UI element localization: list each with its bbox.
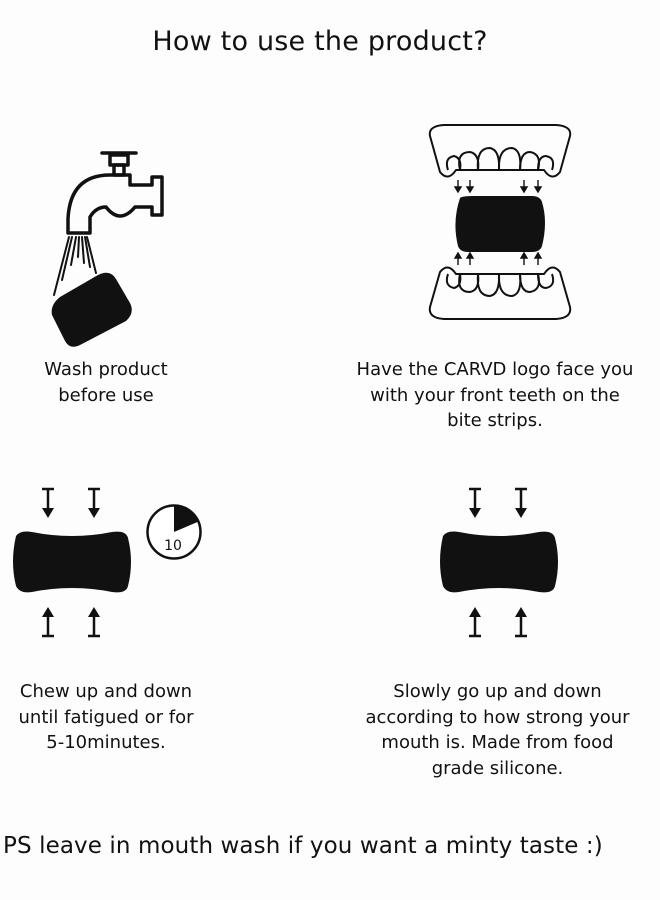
chew-block-icon xyxy=(13,487,131,638)
faucet-icon xyxy=(51,151,164,347)
press-block-icon xyxy=(440,487,558,638)
teeth-bite-icon xyxy=(428,124,572,320)
timer-label: 10 xyxy=(164,538,182,554)
step-wash-caption: Wash product before use xyxy=(44,359,168,406)
step-chew-caption: Chew up and down until fatigued or for 5… xyxy=(18,681,194,753)
timer-icon: 10 xyxy=(146,504,202,560)
step-position-caption: Have the CARVD logo face you with your f… xyxy=(356,359,634,431)
step-slowly-caption: Slowly go up and down according to how s… xyxy=(365,681,630,779)
footer-note: PS leave in mouth wash if you want a min… xyxy=(3,833,603,859)
page-title: How to use the product? xyxy=(152,26,488,57)
